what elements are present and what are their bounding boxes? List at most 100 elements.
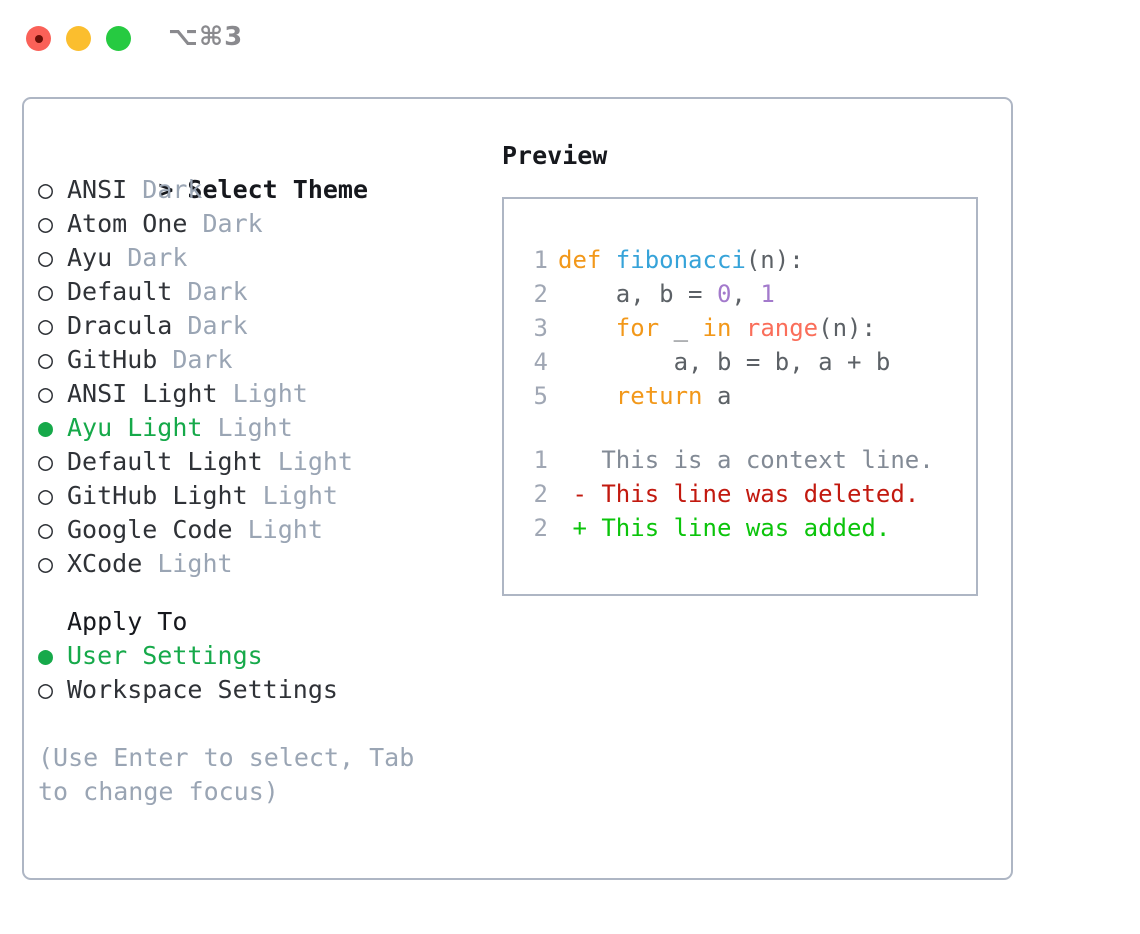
radio-unselected-icon: ○ [38,549,54,578]
theme-mode-tag: Light [262,447,353,476]
code-token-punct: (n): [745,246,804,274]
minimize-window-button[interactable] [66,26,91,51]
apply-to-option-label: User Settings [67,641,263,670]
theme-option-label: Ayu Light [67,413,203,442]
radio-unselected-icon: ○ [38,243,54,272]
code-token-kw: in [702,314,732,342]
line-number: 1 [533,446,548,474]
theme-option-label: Ayu [67,243,113,272]
radio-unselected-icon: ○ [38,175,54,204]
theme-mode-tag: Dark [157,345,233,374]
code-token-kw: for [615,314,660,342]
theme-option-label: Dracula [67,311,173,340]
apply-to-option-label: Workspace Settings [67,675,338,704]
title-bar: ⌥⌘3 [0,0,1140,78]
theme-option-label: ANSI [67,175,128,204]
code-token-plain: , [731,280,761,308]
theme-mode-tag: Light [247,481,338,510]
theme-mode-tag: Light [202,413,293,442]
theme-option-ansi[interactable]: ○ANSI Dark [38,173,468,207]
code-line: 4 a, b = b, a + b [504,345,976,379]
theme-option-atom-one[interactable]: ○ Atom One Dark [38,207,468,241]
code-token-kw: return [615,382,703,410]
theme-option-github[interactable]: ○ GitHub Dark [38,343,468,377]
apply-to-option-user-settings[interactable]: ● User Settings [38,639,468,673]
preview-heading: Preview [502,141,608,170]
select-theme-heading: >Select Theme [38,139,468,204]
theme-option-label: Default Light [67,447,263,476]
apply-to-heading: Apply To [67,607,188,636]
theme-option-ansi-light[interactable]: ○ ANSI Light Light [38,377,468,411]
code-line: 3 for _ in range(n): [504,311,976,345]
radio-unselected-icon: ○ [38,379,54,408]
theme-list: ○ ANSI Dark ○ Atom One Dark ○ Ayu Dark ○ Defaul… [38,173,468,581]
line-number: 2 [533,480,548,508]
line-number: 3 [533,314,548,342]
diff-line-text: This is a context line. [558,446,934,474]
theme-option-default[interactable]: ○ Default Dark [38,275,468,309]
theme-mode-tag: Light [232,515,323,544]
theme-option-google-code[interactable]: ○ Google Code Light [38,513,468,547]
radio-unselected-icon: ○ [38,447,54,476]
diff-line-del: 2 - This line was deleted. [504,477,976,511]
theme-picker-column: >Select Theme ○ ANSI Dark ○ Atom One Dark ○ A… [38,139,468,809]
theme-mode-tag: Dark [112,243,188,272]
theme-option-label: Atom One [67,209,188,238]
radio-selected-icon: ● [38,641,54,670]
theme-option-label: GitHub [67,345,158,374]
theme-option-ayu-light[interactable]: ● Ayu Light Light [38,411,468,445]
theme-mode-tag: Light [142,549,233,578]
code-token-plain [558,314,616,342]
spacer [504,413,976,443]
content-panel: >Select Theme ○ ANSI Dark ○ Atom One Dark ○ A… [22,97,1013,880]
code-token-plain [731,314,745,342]
code-token-num: 0 [716,280,732,308]
radio-unselected-icon: ○ [38,481,54,510]
line-number: 1 [533,246,548,274]
theme-option-label: Default [67,277,173,306]
theme-option-dracula[interactable]: ○Dracula Dark [38,309,468,343]
radio-unselected-icon: ○ [38,209,54,238]
code-token-fn: fibonacci [615,246,746,274]
spacer [38,581,468,605]
theme-option-label: GitHub Light [67,481,248,510]
theme-option-label: Google Code [67,515,233,544]
theme-option-label: XCode [67,549,143,578]
code-line: 1 def fibonacci(n): [504,243,976,277]
apply-to-option-workspace-settings[interactable]: ○ Workspace Settings [38,673,468,707]
diff-line-text: - This line was deleted. [558,480,920,508]
code-line: 2 a, b = 0, 1 [504,277,976,311]
radio-unselected-icon: ○ [38,675,54,704]
code-token-kw: def [558,246,616,274]
theme-mode-tag: Dark [187,209,263,238]
code-line: 5 return a [504,379,976,413]
theme-mode-tag: Light [217,379,308,408]
theme-mode-tag: Dark [172,277,248,306]
code-token-num: 1 [760,280,775,308]
radio-selected-icon: ● [38,413,54,442]
line-number: 5 [533,382,548,410]
apply-to-list: ● User Settings ○ Workspace Settings [38,639,468,707]
theme-option-label: ANSI Light [67,379,218,408]
theme-option-ayu[interactable]: ○ Ayu Dark [38,241,468,275]
theme-option-github-light[interactable]: ○ GitHub Light Light [38,479,468,513]
code-token-builtin: range [745,314,819,342]
caret-icon: > [158,175,174,204]
maximize-window-button[interactable] [106,26,131,51]
code-token-punct: (n): [818,314,876,342]
theme-option-default-light[interactable]: ○ Default Light Light [38,445,468,479]
theme-mode-tag: Dark [172,311,248,340]
radio-unselected-icon: ○ [38,345,54,374]
keyboard-hint-text: (Use Enter to select, Tab to change focu… [38,743,430,806]
code-token-plain: a, b = b, a + b [558,348,891,376]
code-token-plain [558,382,616,410]
theme-option-xcode[interactable]: ○ XCode Light [38,547,468,581]
line-number: 4 [533,348,548,376]
radio-unselected-icon: ○ [38,515,54,544]
line-number: 2 [533,514,548,542]
radio-unselected-icon: ○ [38,277,54,306]
close-window-button[interactable] [26,26,51,51]
